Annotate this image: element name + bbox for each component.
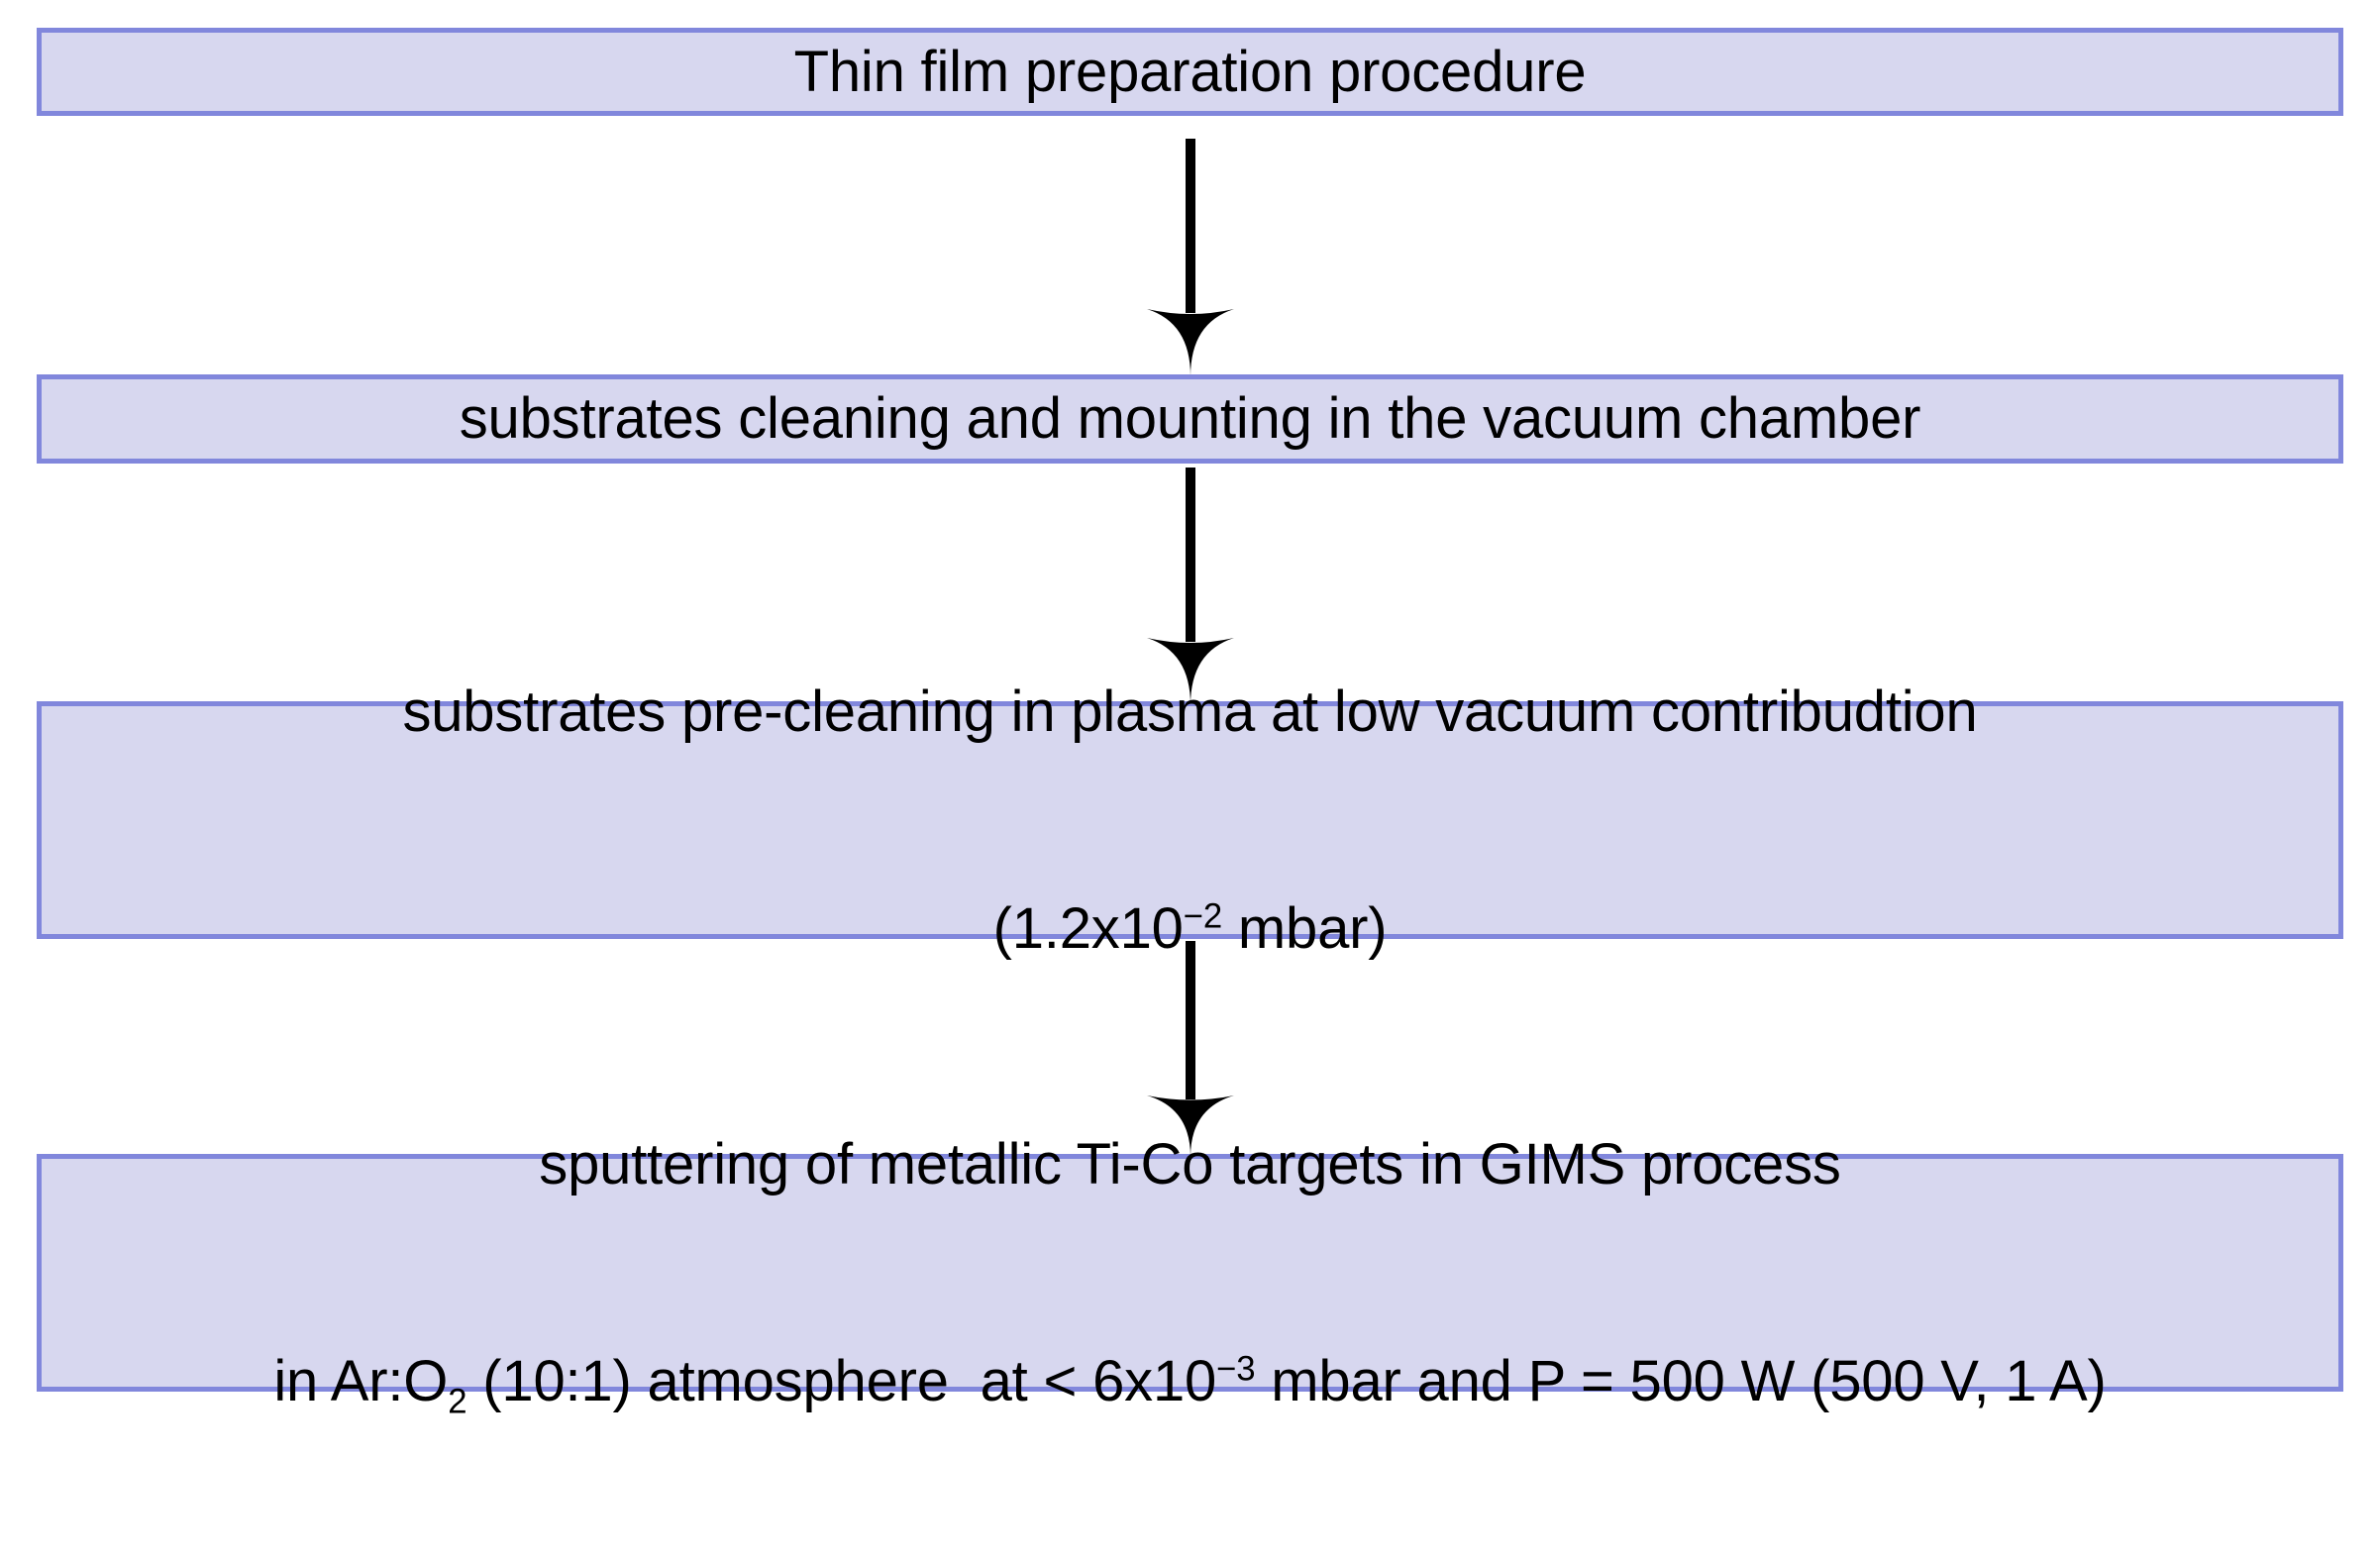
node-4-line-2-subscript: 2 — [448, 1382, 467, 1421]
flowchart-canvas: Thin film preparation procedure substrat… — [37, 28, 2343, 1419]
flowchart-node-substrates-cleaning-and-mounting: substrates cleaning and mounting in the … — [37, 374, 2343, 464]
node-4-line-2-seg3: mbar and P = 500 W (500 V, 1 A) — [1255, 1349, 2107, 1414]
node-3-line-2-suffix: mbar) — [1221, 896, 1388, 962]
node-3-line-2-superscript: −2 — [1183, 896, 1222, 936]
arrow-down-icon-node2-to-node3 — [1131, 468, 1250, 705]
node-4-line-2-seg1: in Ar:O — [273, 1349, 449, 1414]
node-4-text: sputtering of metallic Ti-Co targets in … — [42, 984, 2338, 1562]
node-4-line-2: in Ar:O2 (10:1) atmosphere at < 6x10−3 m… — [59, 1345, 2321, 1418]
node-3-text: substrates pre-cleaning in plasma at low… — [42, 531, 2338, 1110]
node-2-text: substrates cleaning and mounting in the … — [42, 238, 2338, 599]
node-1-text: Thin film preparation procedure — [42, 0, 2338, 253]
node-3-line-1: substrates pre-cleaning in plasma at low… — [402, 678, 1978, 744]
flowchart-node-sputtering-of-metallic-ti-co-targets: sputtering of metallic Ti-Co targets in … — [37, 1132, 2343, 1419]
node-3-line-2-prefix: (1.2x10 — [992, 896, 1184, 962]
node-4-line-2-seg2: (10:1) atmosphere at < 6x10 — [466, 1349, 1217, 1414]
flowchart-node-substrates-pre-cleaning-in-plasma: substrates pre-cleaning in plasma at low… — [37, 679, 2343, 961]
flowchart-node-thin-film-preparation-procedure: Thin film preparation procedure — [37, 28, 2343, 116]
arrow-down-icon-node1-to-node2 — [1131, 139, 1250, 376]
node-4-line-1: sputtering of metallic Ti-Co targets in … — [539, 1131, 1841, 1197]
node-1-line-1: Thin film preparation procedure — [793, 39, 1587, 104]
node-2-line-1: substrates cleaning and mounting in the … — [459, 386, 1921, 452]
node-3-line-2: (1.2x10−2 mbar) — [59, 892, 2321, 965]
node-4-line-2-superscript: −3 — [1216, 1349, 1256, 1389]
arrow-down-icon-node3-to-node4 — [1131, 941, 1250, 1157]
